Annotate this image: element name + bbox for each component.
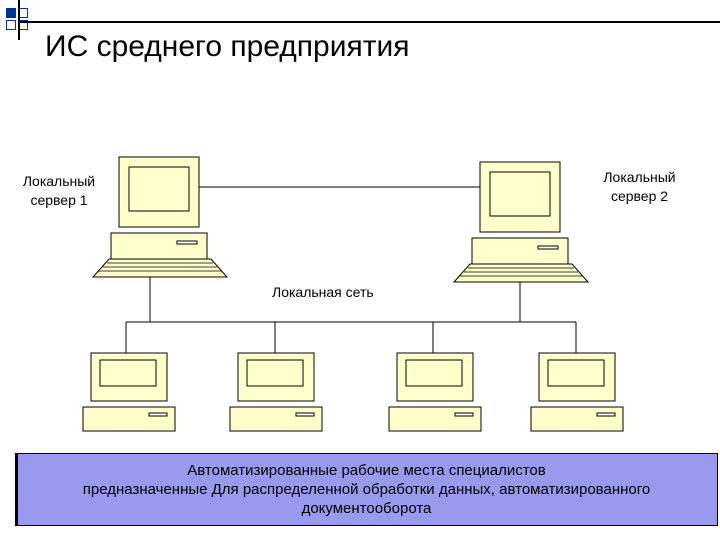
server-2-computer-icon bbox=[453, 161, 589, 283]
workstation-4-computer-icon bbox=[530, 352, 624, 432]
box-left-edge bbox=[16, 454, 18, 525]
workstations-description-box: Автоматизированные рабочие места специал… bbox=[15, 453, 718, 526]
title-vertical-rule bbox=[18, 0, 20, 40]
server-1-label: Локальный сервер 1 bbox=[14, 172, 104, 210]
description-line-1: Автоматизированные рабочие места специал… bbox=[187, 462, 546, 479]
server-2-label-line1: Локальный bbox=[603, 169, 676, 185]
server-1-label-line1: Локальный bbox=[22, 173, 96, 189]
network-label: Локальная сеть bbox=[272, 284, 374, 300]
server-1-label-line2: сервер 1 bbox=[30, 192, 88, 208]
description-line-3: документооборота bbox=[301, 500, 432, 517]
server-2-label-line2: сервер 2 bbox=[610, 188, 669, 204]
server-2-label: Локальный сервер 2 bbox=[592, 168, 687, 206]
server-1-computer-icon bbox=[92, 156, 228, 278]
workstation-1-computer-icon bbox=[82, 352, 176, 432]
corner-square-filled bbox=[6, 8, 16, 18]
title-rule bbox=[18, 21, 720, 23]
corner-square-outline bbox=[6, 20, 16, 30]
workstation-3-computer-icon bbox=[388, 352, 482, 432]
description-line-2: предназначенные Для распределенной обраб… bbox=[82, 481, 651, 498]
workstation-2-computer-icon bbox=[229, 352, 323, 432]
slide-title: ИС среднего предприятия bbox=[45, 30, 410, 63]
